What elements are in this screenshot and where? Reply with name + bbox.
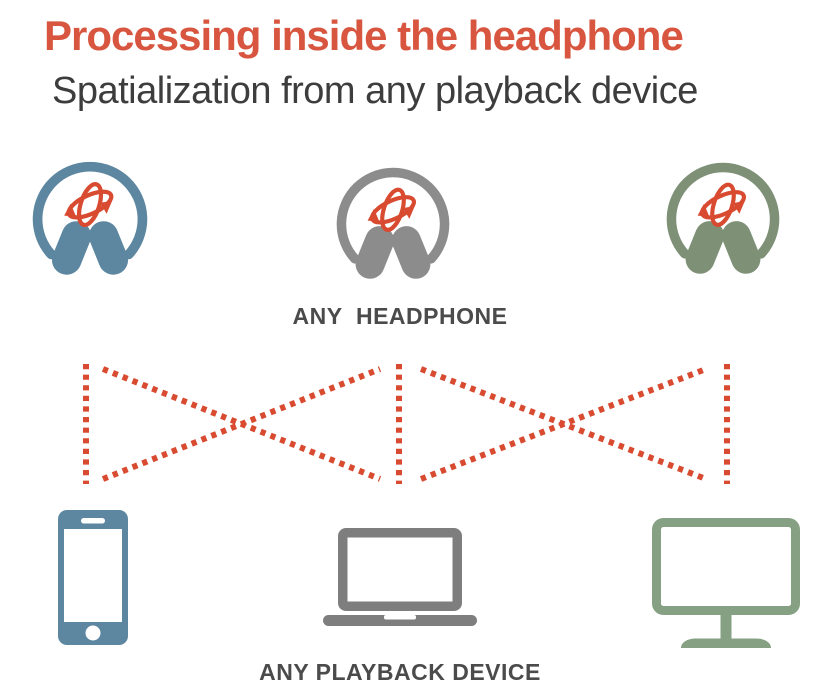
dotted-line-diagonal-4 (419, 366, 708, 482)
page-title: Processing inside the headphone (44, 12, 684, 59)
headphone-green-icon (664, 152, 782, 283)
laptop-icon (323, 528, 477, 626)
dotted-connection-lines (83, 364, 730, 484)
any-headphone-label: ANY HEADPHONE (292, 303, 508, 329)
page-subtitle: Spatialization from any playback device (52, 70, 698, 112)
any-playback-device-label: ANY PLAYBACK DEVICE (259, 659, 541, 685)
monitor-icon (652, 518, 800, 648)
smartphone-icon (58, 510, 128, 645)
headphone-blue-icon (30, 151, 150, 284)
headphone-gray-icon (334, 157, 452, 288)
dotted-line-diagonal-2 (101, 366, 382, 482)
